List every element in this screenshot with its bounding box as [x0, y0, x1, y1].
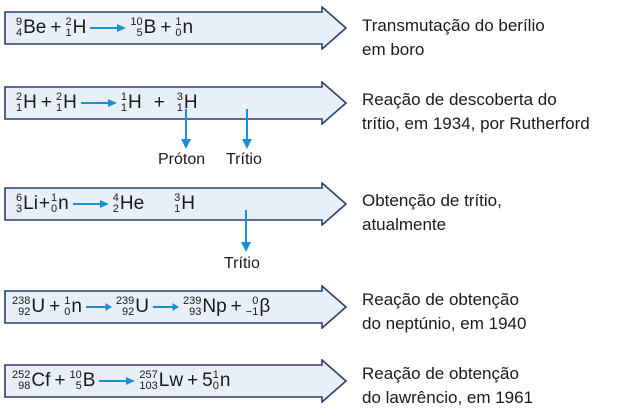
plus-sign: +	[40, 92, 52, 113]
down-arrow-icon	[240, 210, 252, 252]
reaction-description: Obtenção de trítio, atualmente	[362, 191, 502, 234]
product-label-proton: Próton	[158, 151, 206, 168]
plus-sign: +	[153, 92, 165, 113]
down-arrow-icon	[241, 109, 253, 149]
plus-sign: +	[38, 193, 51, 214]
plus-sign: +	[50, 17, 62, 38]
neutron-coefficient: 5	[202, 370, 213, 391]
reaction-description: Transmutação do berílio em boro	[362, 16, 545, 59]
plus-sign: +	[187, 370, 199, 391]
reaction-arrow-icon	[85, 303, 112, 311]
reaction-arrow-icon	[80, 99, 117, 107]
plus-sign: +	[160, 17, 172, 38]
arrow-box	[0, 6, 350, 50]
reaction-arrow-icon	[153, 303, 179, 311]
reaction-description: Reação de obtenção do neptúnio, em 1940	[362, 290, 527, 333]
down-arrow-icon	[180, 109, 192, 149]
reaction-arrow-icon	[72, 200, 109, 208]
reaction-description: Reação de obtenção do lawrêncio, em 1961	[362, 364, 534, 407]
reaction-description: Reação de descoberta do trítio, em 1934,…	[362, 90, 590, 133]
product-label-tritium: Trítio	[224, 255, 260, 272]
reaction-arrow-icon	[90, 24, 127, 32]
product-label-tritium: Trítio	[226, 151, 262, 168]
plus-sign: +	[49, 296, 61, 317]
arrow-box	[0, 182, 350, 226]
plus-sign: +	[54, 370, 66, 391]
arrow-box	[0, 359, 350, 403]
reaction-arrow-icon	[99, 377, 136, 385]
arrow-box	[0, 81, 350, 125]
plus-sign: +	[230, 296, 242, 317]
